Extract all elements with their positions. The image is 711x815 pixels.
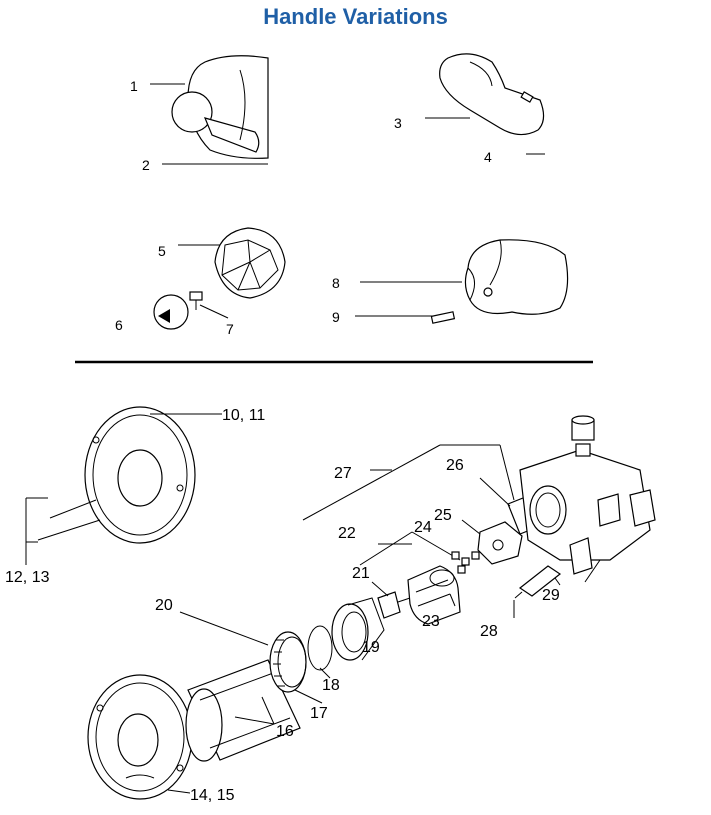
- label-7: 7: [226, 321, 234, 337]
- wing-lever-handle: [439, 53, 545, 136]
- valve-body: [519, 415, 656, 575]
- lever-handle-assembly: [171, 55, 269, 159]
- diagram-title: Handle Variations: [263, 4, 448, 29]
- label-20: 20: [155, 597, 173, 614]
- o-ring: [307, 625, 333, 671]
- label-5: 5: [158, 243, 166, 259]
- label-27: 27: [334, 465, 352, 482]
- label-18: 18: [322, 677, 340, 694]
- label-1: 1: [130, 78, 138, 94]
- label-21: 21: [352, 565, 370, 582]
- label-2: 2: [142, 157, 150, 173]
- label-9: 9: [332, 309, 340, 325]
- label-4: 4: [484, 149, 492, 165]
- label-29: 29: [542, 587, 560, 604]
- label-24: 24: [414, 519, 432, 536]
- label-10-11: 10, 11: [222, 407, 265, 424]
- label-8: 8: [332, 275, 340, 291]
- label-25: 25: [434, 507, 452, 524]
- label-16: 16: [276, 723, 294, 740]
- splined-ring: [269, 631, 307, 693]
- scalloped-knob: [430, 239, 569, 324]
- cartridge: [407, 565, 461, 625]
- label-12-13: 12, 13: [5, 569, 50, 586]
- label-3: 3: [394, 115, 402, 131]
- label-26: 26: [446, 457, 464, 474]
- sleeve: [185, 659, 301, 762]
- valve-stem: [514, 565, 562, 599]
- seats-and-springs: [451, 551, 480, 574]
- escutcheon-plate-lower: [87, 674, 193, 800]
- escutcheon-plate-upper: [84, 406, 196, 544]
- mounting-screws: [25, 497, 101, 565]
- crystal-knob: [153, 227, 286, 330]
- label-23: 23: [422, 613, 440, 630]
- label-28: 28: [480, 623, 498, 640]
- diverter: [477, 521, 523, 565]
- label-19: 19: [362, 639, 380, 656]
- label-22: 22: [338, 525, 356, 542]
- label-6: 6: [115, 317, 123, 333]
- spline-adapter: [377, 591, 411, 619]
- bonnet-nut: [331, 597, 385, 661]
- label-14-15: 14, 15: [190, 787, 235, 804]
- label-17: 17: [310, 705, 328, 722]
